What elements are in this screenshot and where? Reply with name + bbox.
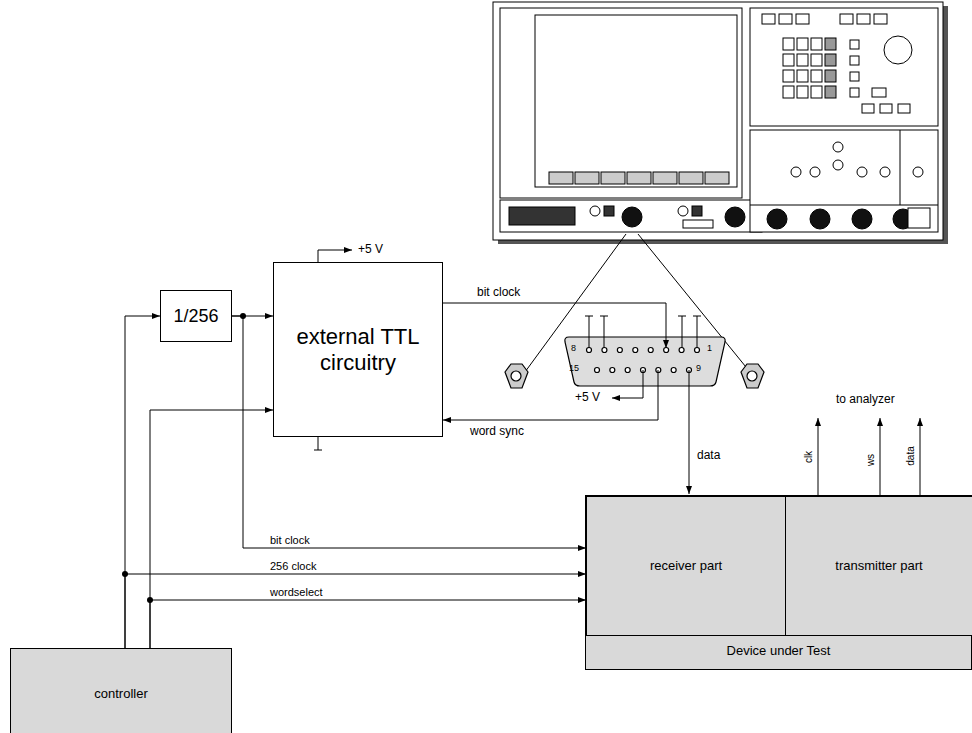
signal-name: data [697, 449, 720, 462]
signal-name: bit clock [268, 534, 312, 546]
pin-number: 15 [569, 364, 579, 374]
circuit-box: external TTL circuitry [273, 262, 443, 437]
unused-pin-ticks [585, 316, 701, 348]
signal-name: clk [803, 451, 814, 463]
pin-number: 1 [707, 344, 712, 354]
box-label: controller [94, 687, 147, 702]
signal-name: 256 clock [268, 560, 318, 572]
signal-name: ws [865, 454, 876, 466]
device-box: Device under Test receiver part transmitte… [585, 495, 972, 670]
box-label: external TTL circuitry [280, 324, 436, 375]
signal-name: data [905, 446, 916, 465]
box-label: receiver part [650, 559, 722, 574]
box-label: 1/256 [173, 306, 218, 327]
pin-number: 9 [696, 364, 701, 374]
controller-box: controller [10, 648, 232, 733]
signal-wire [150, 410, 273, 648]
signal-name: word sync [470, 425, 524, 438]
divider-box: 1/256 [160, 290, 232, 342]
note: to analyzer [836, 393, 895, 406]
supply-label: +5 V [358, 243, 383, 256]
supply-label: +5 V [575, 391, 600, 404]
signal-wire [125, 574, 586, 648]
receiver-box: receiver part [586, 496, 786, 636]
dsub-connector [505, 337, 764, 388]
signal-name: bit clock [477, 286, 520, 299]
box-label: transmitter part [835, 559, 922, 574]
transmitter-box: transmitter part [785, 496, 972, 636]
box-label: Device under Test [727, 644, 831, 659]
signal-name: wordselect [268, 586, 325, 598]
junction-dot [122, 313, 246, 603]
signal-wire [150, 600, 586, 648]
audio-analyzer [493, 2, 948, 244]
signal-wire [125, 316, 160, 648]
pin-number: 8 [571, 344, 576, 354]
